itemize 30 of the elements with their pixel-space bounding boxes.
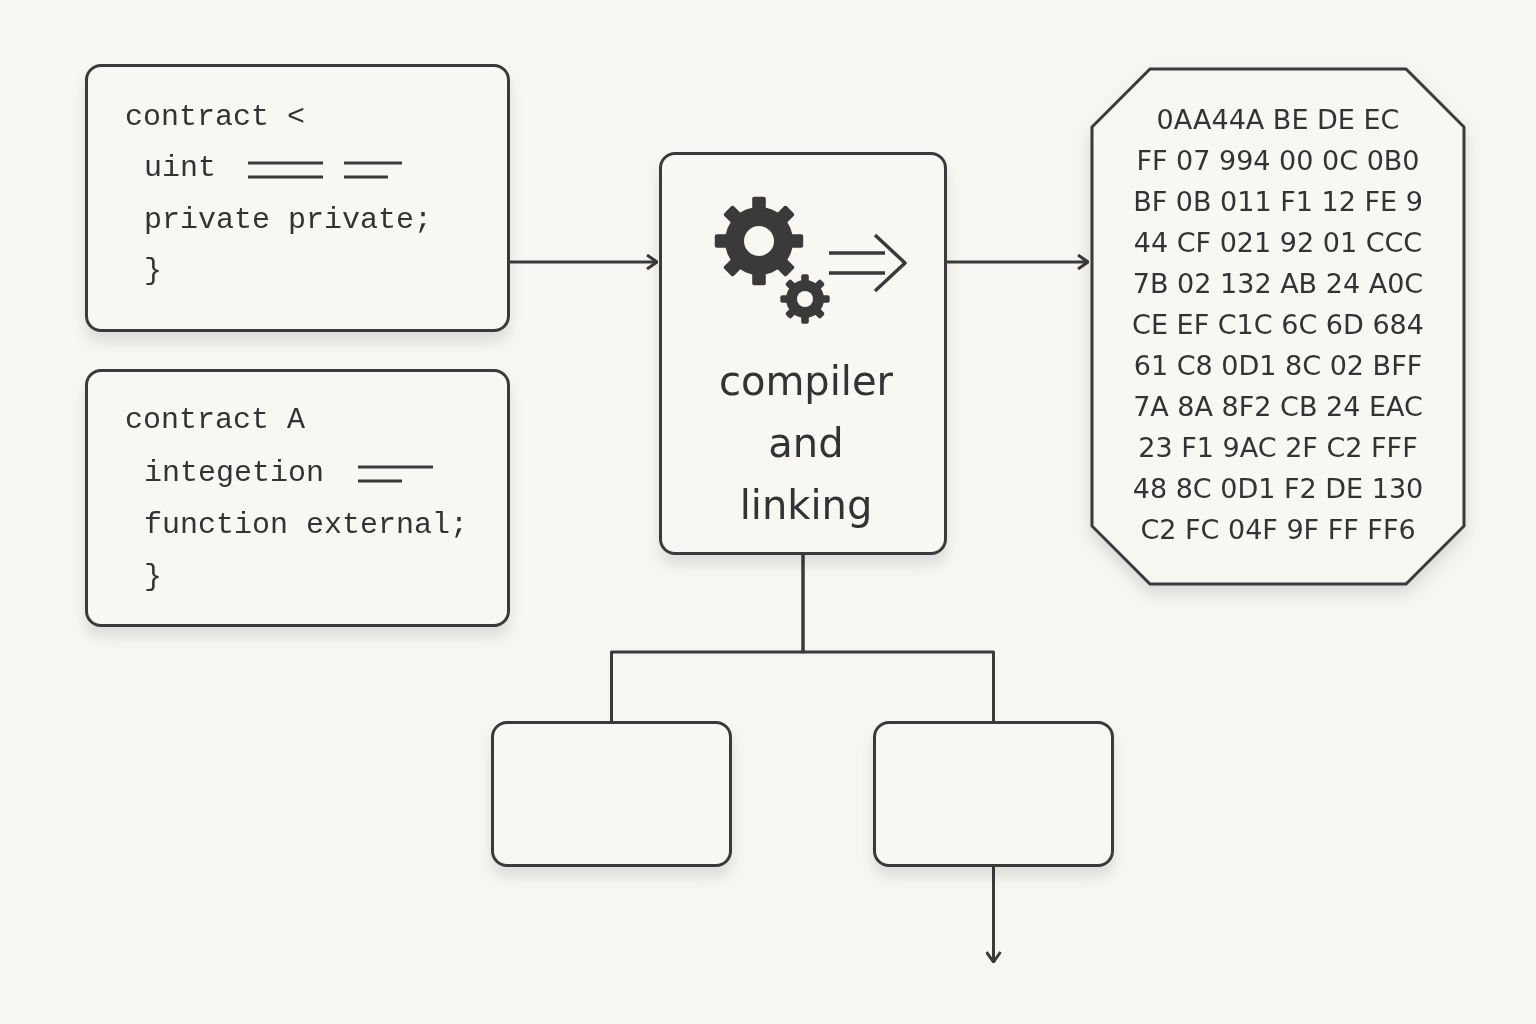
- arrow: [510, 253, 659, 271]
- hex-line: 7B 02 132 AB 24 A0C: [1132, 267, 1424, 300]
- hex-line: BF 0B 011 F1 12 FE 9: [1133, 185, 1423, 218]
- hex-line: 0AA44A BE DE EC: [1156, 103, 1400, 136]
- hex-line: 48 8C 0D1 F2 DE 130: [1132, 472, 1424, 505]
- code-line: function external;: [144, 510, 469, 540]
- bytecode-panel: [1090, 67, 1466, 586]
- code-line: contract A: [125, 405, 306, 435]
- code-box: [85, 64, 510, 332]
- hex-line: C2 FC 04F 9F FF FF6: [1140, 513, 1416, 546]
- code-line: uint: [144, 153, 216, 183]
- hex-line: 7A 8A 8F2 CB 24 EAC: [1133, 390, 1423, 423]
- hex-line: 44 CF 021 92 01 CCC: [1133, 226, 1423, 259]
- code-line: }: [144, 562, 162, 592]
- code-line: private private;: [144, 205, 433, 235]
- code-box: [85, 369, 510, 627]
- output-box: [873, 721, 1114, 867]
- output-box: [491, 721, 732, 867]
- hex-line: FF 07 994 00 0C 0B0: [1136, 144, 1420, 177]
- process-box: [659, 152, 947, 555]
- hex-line: CE EF C1C 6C 6D 684: [1132, 308, 1424, 341]
- arrow: [947, 253, 1090, 271]
- code-line: contract <: [125, 102, 306, 132]
- code-line: }: [144, 256, 162, 286]
- arrow: [985, 867, 1002, 964]
- connector-line: [801, 555, 995, 721]
- code-line: integetion: [144, 458, 325, 488]
- hex-line: 23 F1 9AC 2F C2 FFF: [1138, 431, 1418, 464]
- node-label: compiler and linking: [717, 357, 895, 530]
- hex-line: 61 C8 0D1 8C 02 BFF: [1133, 349, 1423, 382]
